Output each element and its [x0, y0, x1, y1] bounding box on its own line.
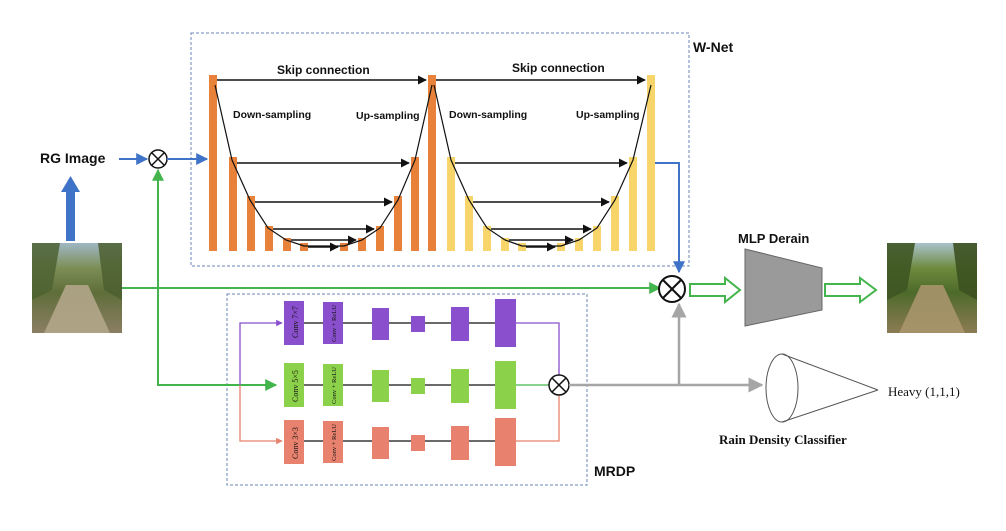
- mrdp-label: MRDP: [594, 463, 635, 479]
- skip-connection-label-2: Skip connection: [512, 61, 605, 75]
- bnrelu-label-top: Conv + ReLU: [331, 305, 338, 342]
- bnrelu-label-mid: Conv + ReLU: [331, 367, 338, 404]
- up-sampling-label-1: Up-sampling: [356, 110, 420, 122]
- bnrelu-label-bot: Conv + ReLU: [331, 424, 338, 461]
- down-sampling-label-1: Down-sampling: [233, 109, 311, 121]
- mlp-derain-block: [744, 248, 823, 327]
- heavy-label: Heavy (1,1,1): [888, 384, 960, 399]
- mlp-to-output-arrow: [824, 276, 878, 304]
- image-to-mrdp-line: [157, 288, 278, 391]
- conv-label-mid: Conv 5×5: [291, 370, 300, 402]
- down-sampling-label-2: Down-sampling: [449, 109, 527, 121]
- rg-up-arrow: [61, 176, 80, 241]
- mrdp-branches: [239, 299, 560, 466]
- up-sampling-label-2: Up-sampling: [576, 109, 640, 121]
- wnet-box: [190, 32, 690, 267]
- rain-density-classifier-cone: [765, 353, 879, 423]
- multiply-icon: [148, 149, 168, 169]
- wnet-label: W-Net: [693, 39, 733, 55]
- rg-image-label: RG Image: [40, 150, 106, 166]
- wnet-to-multiply-arrow: [655, 162, 685, 274]
- wnet-unet-1: [209, 75, 436, 252]
- conv-label-bot: Conv 3×3: [291, 427, 300, 459]
- skip-connection-label-1: Skip connection: [277, 63, 370, 77]
- mlp-derain-label: MLP Derain: [738, 231, 809, 246]
- to-mlp-arrow: [689, 275, 742, 305]
- wnet-unet-2: [433, 75, 655, 252]
- output-derained-image: [887, 243, 977, 333]
- mrdp-box: [226, 293, 588, 486]
- multiply-icon: [658, 275, 686, 303]
- multiply-icon: [548, 374, 570, 396]
- conv-label-top: Conv 7×7: [291, 306, 300, 338]
- classifier-label: Rain Density Classifier: [719, 432, 847, 447]
- input-rainy-image: [32, 243, 122, 333]
